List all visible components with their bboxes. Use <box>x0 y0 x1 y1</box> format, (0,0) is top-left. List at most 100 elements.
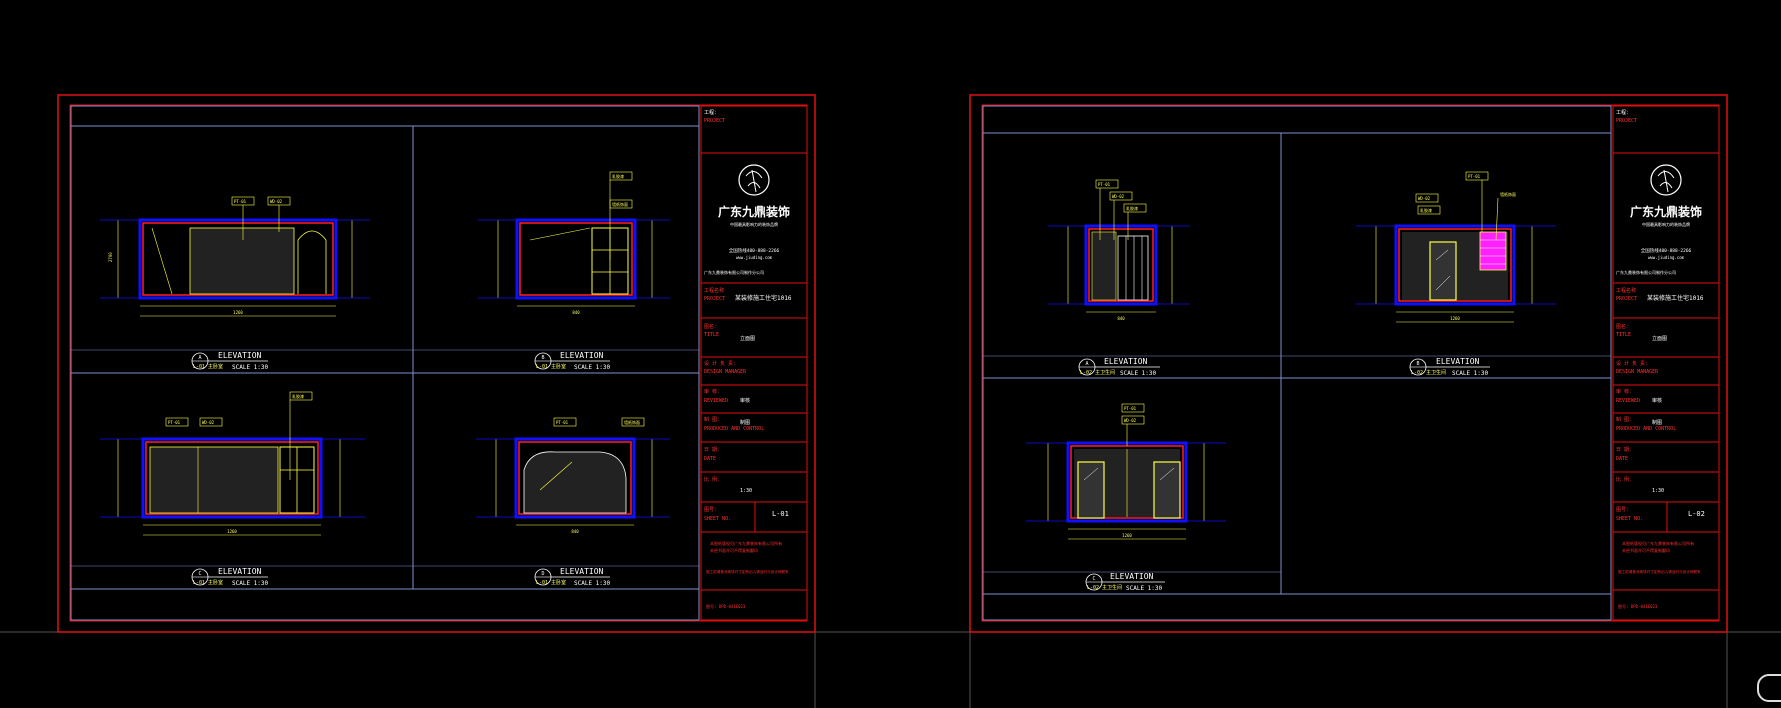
tb-designer-label: 设 计 负 责： <box>1616 360 1650 367</box>
towel-rack <box>1479 231 1507 271</box>
elevation-label-b[interactable]: B L-01 主卧室 ELEVATION SCALE 1:30 <box>534 351 611 371</box>
tb-scale-label: 比 例： <box>1616 476 1634 483</box>
tb-project-label: 工程： <box>1616 109 1631 116</box>
elevation-label-b[interactable]: B L-02 主卫生间 ELEVATION SCALE 1:30 <box>1409 357 1490 377</box>
elev-sheet: L-01 <box>193 580 205 586</box>
material-tag: 墙纸饰面 <box>612 201 628 207</box>
elevation-label-c[interactable]: C L-01 主卧室 ELEVATION SCALE 1:30 <box>191 567 269 587</box>
tb-date-label-en: DATE <box>1616 456 1628 462</box>
title-block-l01[interactable]: 工程： PROJECT 广东九鼎装饰 中国最具影响力的装饰品牌 全国热线400-… <box>700 105 808 621</box>
tb-company-sub: 中国最具影响力的装饰品牌 <box>1642 221 1690 227</box>
tag-box <box>1095 179 1119 189</box>
material-tag: WD-02 <box>270 199 283 204</box>
material-tag: PT-01 <box>1098 182 1111 187</box>
leader-line <box>539 461 573 491</box>
material-tag: PT-01 <box>1124 406 1137 411</box>
elevation-label-a[interactable]: A L-01 主卧室 ELEVATION SCALE 1:30 <box>191 351 269 371</box>
elevation-b-drawing[interactable]: 840 乳胶漆 墙纸饰面 <box>478 171 670 315</box>
ceiling-slope <box>529 227 591 241</box>
drawing-frame <box>982 105 1612 621</box>
elevation-a-drawing[interactable]: 1260 2700 PT-01 WD-02 <box>100 196 370 317</box>
elevation-c-drawing[interactable]: 1260 PT-01 WD-02 乳胶漆 <box>100 391 365 536</box>
tb-check-label: 审 核： <box>704 388 722 395</box>
tb-sheet-label: 图号： <box>1616 507 1631 513</box>
room-inner <box>518 441 632 515</box>
dim-text: 1260 <box>1450 316 1460 321</box>
room-inner <box>1088 228 1154 302</box>
title-block-l02[interactable]: 工程： PROJECT 广东九鼎装饰 中国最具影响力的装饰品牌 全国热线400-… <box>1612 105 1720 621</box>
tb-company-phone: 全国热线400-888-2266 <box>729 247 780 254</box>
elev-room: 主卧室 <box>551 579 566 586</box>
tb-client-value: 某装修施工住宅1016 <box>1647 294 1704 302</box>
tb-note: 图号: DPD-0416023 <box>1618 603 1658 609</box>
elev-letter: D <box>541 571 544 577</box>
elevation-label-a[interactable]: A L-02 主卫生间 ELEVATION SCALE 1:30 <box>1078 357 1160 377</box>
sheet-outer-border <box>969 94 1728 633</box>
tb-designer-label: 设 计 负 责： <box>704 360 738 367</box>
elev-sheet: L-02 <box>1411 370 1423 376</box>
company-logo <box>738 164 770 196</box>
elev-word: ELEVATION <box>1104 357 1148 366</box>
sheet-l01[interactable]: 工程： PROJECT 广东九鼎装饰 中国最具影响力的装饰品牌 全国热线400-… <box>57 94 816 633</box>
elev-sheet: L-01 <box>193 364 205 370</box>
tag-box <box>289 391 313 401</box>
elev-room: 主卫生间 <box>1095 369 1115 376</box>
tb-company-full: 广东九鼎装饰有限公司制作分公司 <box>1616 269 1676 275</box>
tb-project-label-en: PROJECT <box>1616 118 1637 124</box>
tb-drawing-label-en: TITLE <box>704 332 719 338</box>
tb-date-label: 日 期： <box>1616 447 1634 453</box>
tb-sheet-label-en: SHEET NO. <box>704 516 731 522</box>
tb-note: 施工前请核对现场尺寸如有出入请及时与设计师联系 <box>706 569 789 574</box>
tb-check-label: 审 核： <box>1616 388 1634 395</box>
tb-draw-label: 制 图： <box>704 416 722 423</box>
tb-scale-value: 1:30 <box>740 488 752 494</box>
material-tag: PT-01 <box>1468 174 1481 179</box>
elev-scale: SCALE 1:30 <box>232 580 269 587</box>
bath-elevation-b-drawing[interactable]: 1260 PT-01 WD-02 乳胶漆 墙纸饰面 <box>1356 171 1556 323</box>
elev-room: 主卫生间 <box>1102 584 1122 591</box>
elevation-d-drawing[interactable]: 840 PT-01 墙纸饰面 <box>476 417 670 534</box>
wall-panel <box>149 446 279 514</box>
bath-elevation-a-drawing[interactable]: 840 PT-01 WD-02 乳胶漆 <box>1048 179 1190 321</box>
tb-drawing-label-en: TITLE <box>1616 332 1631 338</box>
elevation-label-d[interactable]: D L-01 主卧室 ELEVATION SCALE 1:30 <box>534 567 611 587</box>
elevation-label-c[interactable]: C L-02 主卫生间 ELEVATION SCALE 1:30 <box>1085 572 1165 592</box>
material-tag: WD-02 <box>1418 196 1431 201</box>
tb-project-label: 工程： <box>704 109 719 116</box>
drawing-frame <box>70 105 700 621</box>
elev-scale: SCALE 1:30 <box>574 364 611 371</box>
elev-room: 主卧室 <box>551 363 566 370</box>
tb-company-web: www.jiuding.com <box>1648 255 1685 260</box>
tb-sheet-label: 图号： <box>704 507 719 513</box>
elev-scale: SCALE 1:30 <box>1120 370 1157 377</box>
model-space-lines <box>0 631 1781 708</box>
tb-check-label-en: REVIEWED <box>1616 398 1640 404</box>
tb-note: 图号: DPD-0416023 <box>706 603 746 609</box>
tb-note: 本图纸版权归广东九鼎装饰有限公司所有 <box>1622 540 1694 546</box>
bath-elevation-c-drawing[interactable]: 1260 PT-01 WD-02 <box>1026 403 1226 540</box>
tb-drawing-label: 图名： <box>1616 323 1631 330</box>
viewcube-toggle-button[interactable] <box>1757 674 1781 702</box>
logo-circle-icon <box>1650 164 1682 196</box>
glass-door <box>1429 241 1457 301</box>
tile-wall <box>1091 231 1117 301</box>
sheet-l02[interactable]: 工程： PROJECT 广东九鼎装饰 中国最具影响力的装饰品牌 全国热线400-… <box>969 94 1728 633</box>
elev-letter: C <box>1092 576 1095 582</box>
tb-draw-label-en: PRODUCED AND CONTROL <box>1616 426 1676 432</box>
material-tag: WD-02 <box>1112 194 1125 199</box>
room-inner <box>142 222 334 296</box>
arch-feature <box>297 230 327 294</box>
room-inner <box>1398 228 1512 302</box>
sheet-outer-border <box>57 94 816 633</box>
tb-draw-label: 制 图： <box>1616 416 1634 423</box>
tb-client-label-en: PROJECT <box>704 296 725 302</box>
tb-drawing-label: 图名： <box>704 323 719 330</box>
elev-scale: SCALE 1:30 <box>574 580 611 587</box>
material-tag: 乳胶漆 <box>292 393 304 399</box>
tb-draw-label-en: PRODUCED AND CONTROL <box>704 426 764 432</box>
tb-company-phone: 全国热线400-888-2266 <box>1641 247 1692 254</box>
elev-word: ELEVATION <box>1436 357 1480 366</box>
tb-check-label-en: REVIEWED <box>704 398 728 404</box>
room-inner <box>145 441 319 515</box>
